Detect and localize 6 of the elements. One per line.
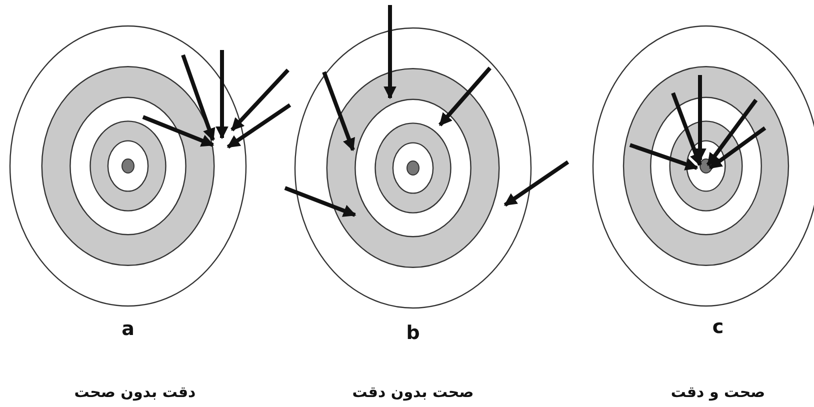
caption: صحت بدون دقت: [352, 383, 474, 401]
caption: دقت بدون صحت: [74, 383, 196, 401]
letter-label: c: [712, 316, 724, 338]
caption: صحت و دقت: [670, 383, 766, 401]
letter-label: a: [122, 318, 134, 340]
letter-label: b: [406, 322, 420, 344]
